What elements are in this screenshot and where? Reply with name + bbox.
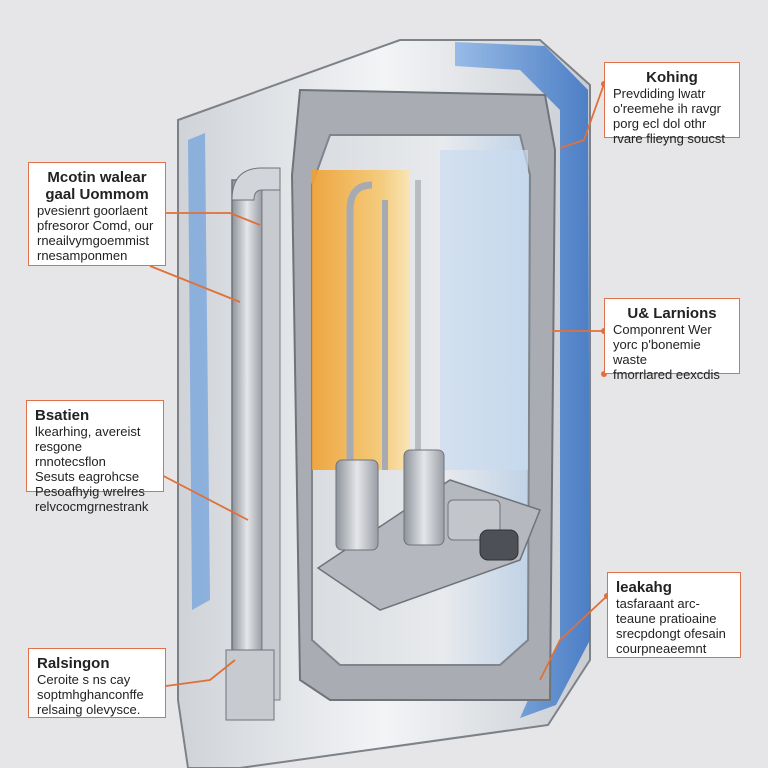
- callout-line: srecpdongt ofesain: [616, 626, 726, 641]
- callout-line: porg ecl dol othr: [613, 116, 707, 131]
- callout-line: Pesoafhyig wrelres: [35, 484, 145, 499]
- callout-bottom-right: leakahg tasfaraant arc- teaune pratioain…: [607, 572, 741, 658]
- leader-bottom-left: [165, 659, 236, 687]
- left-supply-pipe: [231, 179, 263, 701]
- callout-line: courpneaeemnt: [616, 641, 707, 656]
- callout-title: Kohing: [646, 69, 698, 86]
- leader-top-left: [166, 212, 261, 226]
- insulation-layer: [455, 42, 590, 718]
- callout-line: soptmhghanconffe: [37, 687, 144, 702]
- callout-line: rnesamponmen: [37, 248, 128, 263]
- callout-title: leakahg: [616, 579, 672, 596]
- callout-line: Ceroite s ns cay: [37, 672, 131, 687]
- callout-title: Ralsingon: [37, 655, 110, 672]
- callout-line: pvesienrt goorlaent: [37, 203, 148, 218]
- callout-line: lkearhing, avereist: [35, 424, 141, 439]
- callout-line: yorc p'bonemie waste: [613, 337, 701, 367]
- callout-line: pfresoror Comd, our: [37, 218, 154, 233]
- callout-line: o'reemehe ih ravgr: [613, 101, 721, 116]
- callout-mid-right: U& Larnions Componrent Wer yorc p'bonemi…: [604, 298, 740, 382]
- callout-line: fmorrlared eexcdis: [613, 367, 720, 382]
- callout-title: Bsatien: [35, 407, 90, 424]
- callout-line: Prevdiding lwatr: [613, 86, 706, 101]
- callout-mid-left: Bsatien lkearhing, avereist resgone rnno…: [26, 400, 164, 514]
- callout-line: relvcocmgrnestrank: [35, 499, 149, 514]
- leader-top-left-2: [149, 265, 241, 303]
- callout-subtitle: gaal Uommom: [45, 186, 149, 203]
- leader-bottom-right: [539, 595, 608, 681]
- top-pipe-bend: [231, 167, 281, 201]
- drain-valve: [479, 529, 519, 561]
- valve-right: [403, 449, 445, 546]
- callout-title: Mcotin walear: [47, 169, 147, 186]
- callout-line: rneailvymgoemmist: [37, 233, 149, 248]
- leader-lines: [149, 83, 608, 687]
- callout-line: resgone rnnotecsflon: [35, 439, 106, 469]
- callout-top-left: Mcotin walear gaal Uommom pvesienrt goor…: [28, 162, 166, 266]
- left-outer-pipe: [261, 179, 281, 701]
- callout-line: relsaing olevysce.: [37, 702, 141, 717]
- callout-top-right: Kohing Prevdiding lwatr o'reemehe ih rav…: [604, 62, 740, 146]
- leader-mid-left: [151, 469, 249, 521]
- valve-left: [335, 459, 379, 551]
- callout-line: rvare flieyng soucst: [613, 131, 725, 146]
- callout-bottom-left: Ralsingon Ceroite s ns cay soptmhghancon…: [28, 648, 166, 718]
- callout-line: tasfaraant arc-: [616, 596, 700, 611]
- water-column: [440, 150, 528, 470]
- callout-line: Componrent Wer: [613, 322, 712, 337]
- callout-line: teaune pratioaine: [616, 611, 717, 626]
- heating-element-tube-1: [346, 181, 373, 470]
- leader-top-right: [559, 83, 605, 149]
- callout-title: U& Larnions: [627, 305, 717, 322]
- heating-zone: [312, 170, 410, 470]
- callout-line: Sesuts eagrohcse: [35, 469, 140, 484]
